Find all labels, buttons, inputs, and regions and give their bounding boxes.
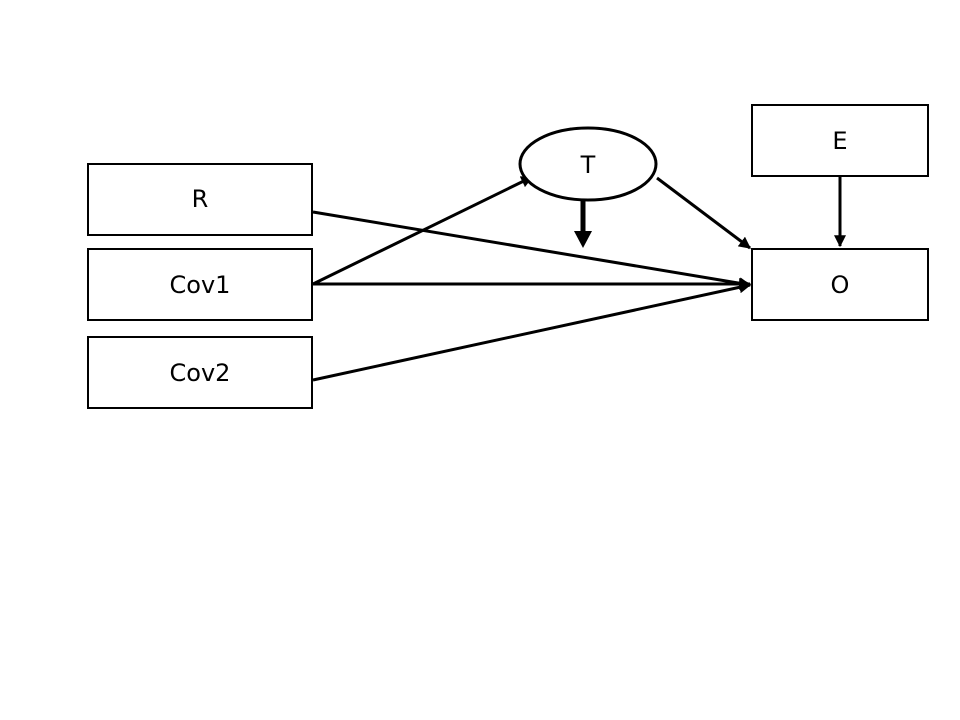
- node-t-label: T: [580, 151, 596, 179]
- node-t-ellipse: [518, 126, 658, 202]
- edge-t-to-o: [656, 176, 751, 250]
- moderation-arrowhead: [574, 231, 592, 248]
- node-o: O: [751, 248, 929, 321]
- node-cov1-box: [87, 248, 313, 321]
- node-cov1-label: Cov1: [170, 271, 231, 299]
- node-cov2-box: [87, 336, 313, 409]
- node-o-label: O: [831, 271, 850, 299]
- node-o-box: [751, 248, 929, 321]
- node-r-label: R: [192, 185, 209, 213]
- node-e: E: [751, 104, 929, 177]
- node-cov2-label: Cov2: [170, 359, 231, 387]
- node-cov1: Cov1: [87, 248, 313, 321]
- node-r-box: [87, 163, 313, 236]
- node-cov2: Cov2: [87, 336, 313, 409]
- node-t: T: [518, 126, 658, 202]
- edges: [312, 175, 846, 382]
- edge-r-to-o: [312, 210, 752, 290]
- node-e-box: [751, 104, 929, 177]
- node-e-label: E: [832, 127, 847, 155]
- node-r: R: [87, 163, 313, 236]
- edge-cov2-to-o: [312, 281, 752, 382]
- edge-cov1-to-t: [312, 175, 534, 286]
